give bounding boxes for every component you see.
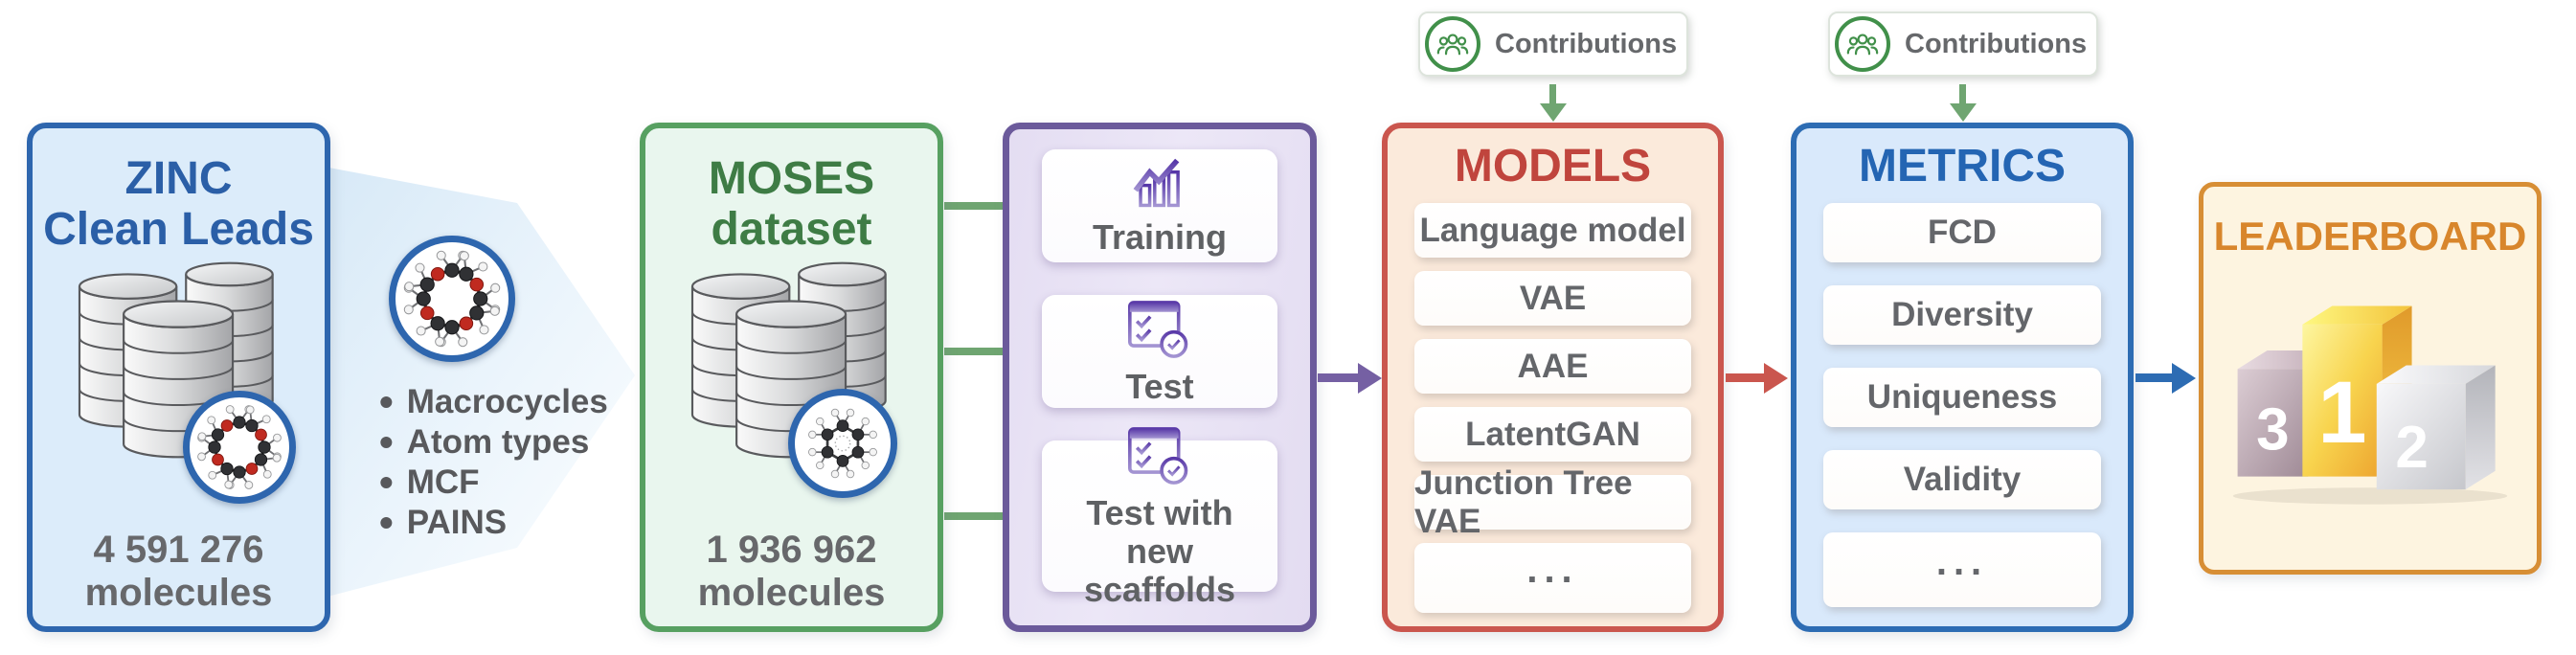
zinc-count-value: 4 591 276 — [93, 529, 264, 571]
model-item: Language model — [1414, 203, 1691, 258]
checklist-icon — [1126, 298, 1193, 364]
model-item: LatentGAN — [1414, 407, 1691, 462]
macrocycle-molecule-icon — [183, 391, 296, 504]
filter-item-label: PAINS — [406, 504, 508, 541]
metric-item: Validity — [1823, 450, 2101, 509]
training-card: Training — [1042, 149, 1277, 262]
metrics-list: FCD Diversity Uniqueness Validity ... — [1823, 203, 2101, 607]
model-item: AAE — [1414, 339, 1691, 394]
people-group-icon — [1835, 16, 1890, 72]
models-panel: MODELS Language model VAE AAE LatentGAN … — [1382, 123, 1724, 632]
test-scaffolds-card-label: Test with new scaffolds — [1083, 492, 1236, 609]
filter-item: MCF — [379, 463, 608, 503]
zinc-clean-leads-panel: ZINC Clean Leads 4 591 276 molecules — [27, 123, 330, 632]
model-item: VAE — [1414, 271, 1691, 326]
molecule-icon — [788, 389, 897, 498]
filter-item-label: Macrocycles — [406, 383, 608, 420]
zinc-title-line2: Clean Leads — [43, 204, 314, 255]
arrow-models-to-metrics — [1726, 373, 1764, 382]
zinc-panel-title: ZINC Clean Leads — [33, 153, 325, 255]
test-card: Test — [1042, 295, 1277, 408]
leaderboard-panel: LEADERBOARD 3 1 2 — [2199, 182, 2542, 575]
moses-title-line2: dataset — [711, 204, 872, 255]
metric-item-more: ... — [1823, 532, 2101, 607]
zinc-count-unit: molecules — [84, 572, 273, 614]
moses-count-unit: molecules — [697, 572, 886, 614]
metric-item: Diversity — [1823, 285, 2101, 345]
moses-dataset-panel: MOSES dataset 1 936 962 molecules — [640, 123, 943, 632]
podium-icon: 3 1 2 — [2226, 279, 2514, 508]
filter-item: PAINS — [379, 503, 608, 543]
dataset-splits-panel: Training Test Test with new scaffolds — [1003, 123, 1317, 632]
arrow-moses-to-training — [944, 202, 1021, 210]
moses-count-value: 1 936 962 — [706, 529, 877, 571]
svg-text:1: 1 — [2317, 364, 2366, 462]
metrics-panel-title: METRICS — [1859, 141, 2066, 192]
metrics-panel: METRICS FCD Diversity Uniqueness Validit… — [1791, 123, 2134, 632]
model-item-more: ... — [1414, 543, 1691, 613]
contributions-label: Contributions — [1905, 28, 2088, 59]
filter-list: Macrocycles Atom types MCF PAINS — [379, 382, 608, 543]
filter-item-label: Atom types — [406, 423, 590, 461]
models-panel-title: MODELS — [1454, 141, 1652, 192]
zinc-title-line1: ZINC — [124, 153, 233, 204]
arrow-contributions-to-metrics — [1959, 84, 1966, 103]
arrow-contributions-to-models — [1549, 84, 1556, 103]
leaderboard-title: LEADERBOARD — [2213, 214, 2527, 259]
filter-molecule-icon — [389, 236, 515, 362]
moses-title-line1: MOSES — [708, 153, 875, 204]
filter-item: Macrocycles — [379, 382, 608, 422]
test-card-label: Test — [1125, 366, 1194, 406]
training-card-label: Training — [1092, 216, 1227, 257]
checklist-icon — [1126, 424, 1193, 490]
moses-panel-title: MOSES dataset — [645, 153, 938, 255]
metric-item: Uniqueness — [1823, 368, 2101, 427]
people-group-icon — [1425, 16, 1480, 72]
svg-text:2: 2 — [2395, 415, 2428, 481]
growth-chart-icon — [1128, 156, 1191, 215]
contributions-badge: Contributions — [1828, 11, 2098, 77]
moses-molecule-count: 1 936 962 molecules — [645, 529, 938, 615]
test-scaffolds-card: Test with new scaffolds — [1042, 426, 1277, 608]
database-icon — [683, 260, 901, 460]
filter-item-label: MCF — [406, 463, 480, 501]
contributions-label: Contributions — [1495, 28, 1678, 59]
arrow-moses-to-scaffolds — [944, 512, 1021, 520]
arrow-metrics-to-leaderboard — [2135, 373, 2172, 382]
arrow-moses-to-test — [944, 348, 1021, 355]
models-list: Language model VAE AAE LatentGAN Junctio… — [1414, 203, 1691, 613]
model-item: Junction Tree VAE — [1414, 464, 1691, 540]
metric-item: FCD — [1823, 203, 2101, 262]
contributions-badge: Contributions — [1418, 11, 1688, 77]
filter-item: Atom types — [379, 422, 608, 463]
arrow-splits-to-models — [1318, 373, 1358, 382]
zinc-molecule-count: 4 591 276 molecules — [33, 529, 325, 615]
svg-text:3: 3 — [2256, 397, 2289, 463]
